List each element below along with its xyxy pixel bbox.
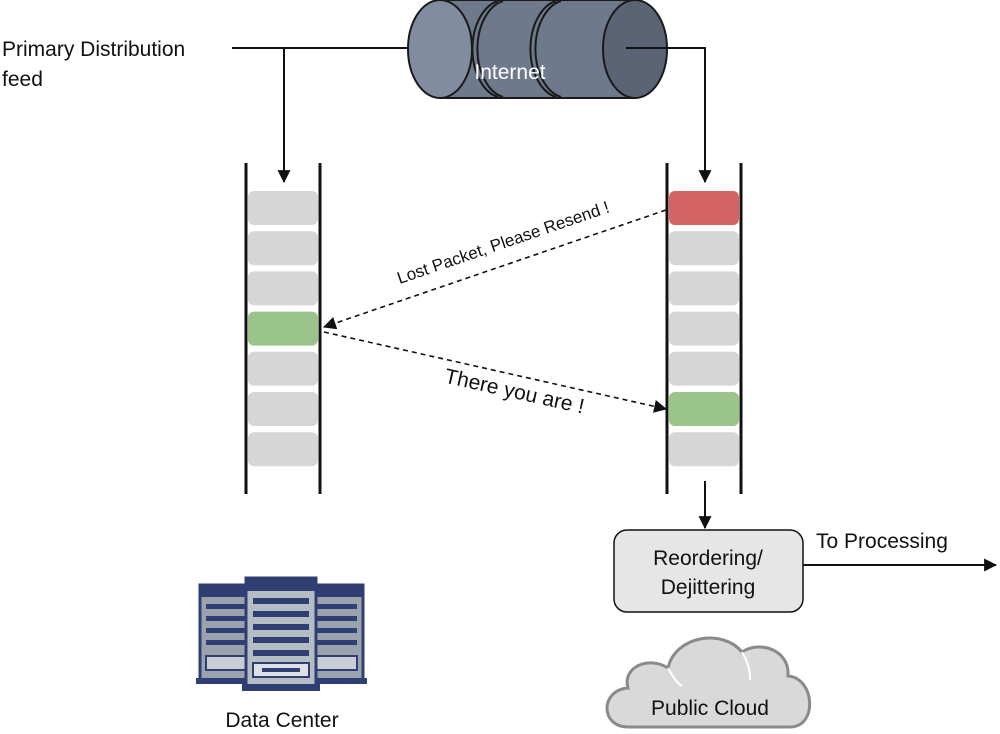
right-buffer-slot-empty (669, 311, 739, 346)
lost-packet-arrow (322, 209, 667, 330)
internet-cylinder (407, 0, 668, 99)
feed-label-line1: Primary Distribution (2, 38, 185, 61)
right-buffer-slot-empty (669, 271, 739, 306)
left-buffer-slots (248, 191, 318, 467)
resend-message: There you are ! (442, 365, 586, 419)
public-cloud-label: Public Cloud (651, 697, 769, 720)
feed-label-line2: feed (2, 68, 43, 91)
left-buffer-slot-empty (248, 392, 318, 426)
public-cloud-icon (605, 636, 812, 729)
resend-arrow (323, 331, 668, 413)
left-buffer-slot-empty (248, 432, 318, 467)
internet-label: Internet (474, 61, 545, 84)
right-buffer-slot-empty (669, 351, 739, 386)
lost-packet-message: Lost Packet, Please Resend ! (395, 198, 612, 288)
right-buffer-slot-lost (669, 191, 739, 225)
left-buffer-slot-resent (248, 311, 318, 346)
to-processing-label: To Processing (816, 530, 948, 553)
data-center-servers-icon (196, 576, 367, 691)
right-buffer-slots (669, 191, 739, 467)
right-buffer-slot-empty (669, 432, 739, 467)
right-buffer-slot-recovered (669, 392, 739, 426)
right-buffer (665, 163, 743, 494)
left-buffer-slot-empty (248, 271, 318, 306)
left-buffer-slot-empty (248, 351, 318, 386)
left-buffer-slot-empty (248, 191, 318, 225)
left-buffer-slot-empty (248, 231, 318, 266)
reorder-box-line1: Reordering/ (653, 547, 763, 570)
left-buffer (244, 163, 322, 494)
feed-line (232, 47, 410, 184)
reorder-box-line2: Dejittering (661, 576, 756, 599)
data-center-label: Data Center (225, 709, 338, 732)
right-buffer-slot-empty (669, 231, 739, 266)
reorder-box (613, 529, 804, 613)
internet-to-cloud-line (626, 47, 712, 184)
